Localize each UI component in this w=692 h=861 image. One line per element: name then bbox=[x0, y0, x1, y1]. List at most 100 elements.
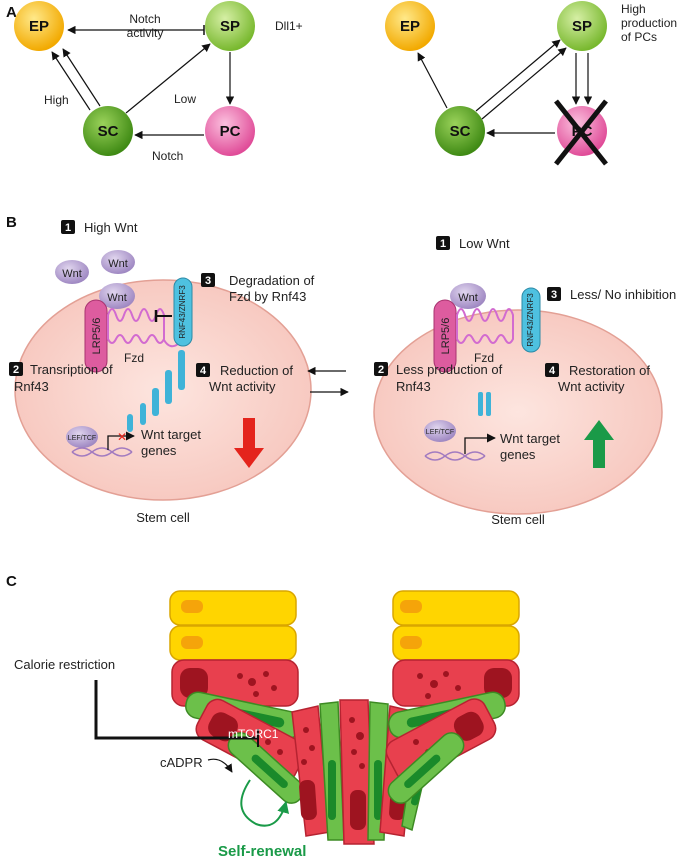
left-step1-number: 1 bbox=[65, 222, 71, 234]
right-target-line1: Wnt target bbox=[500, 431, 560, 446]
right-step3-text: Less/ No inhibition bbox=[570, 287, 676, 302]
right-rnf43: RNF43/ZNRF3 bbox=[521, 287, 541, 353]
left-step2-line2: Rnf43 bbox=[14, 379, 49, 394]
enterocyte-nucleus bbox=[400, 636, 422, 649]
left-target-line1: Wnt target bbox=[141, 427, 201, 442]
left-step4-line2: Wnt activity bbox=[209, 379, 276, 394]
left-stem-cell-label: Stem cell bbox=[136, 510, 190, 525]
left-promoter-arrow bbox=[107, 431, 135, 450]
high-label: High bbox=[44, 93, 69, 107]
right-rnf43-label: RNF43/ZNRF3 bbox=[526, 293, 535, 347]
right-step3-number: 3 bbox=[551, 289, 557, 301]
right-up-green-arrow bbox=[584, 420, 614, 468]
panel-b-right: 1 Low Wnt Wnt LRP5/6 Fzd RNF43/ZNRF3 3 L… bbox=[373, 236, 676, 527]
enterocyte-nucleus bbox=[400, 600, 422, 613]
left-rnf43: RNF43/ZNRF3 bbox=[173, 277, 193, 347]
left-rnf43-label: RNF43/ZNRF3 bbox=[178, 285, 187, 339]
node-sc: SC bbox=[83, 106, 133, 156]
high-production-label-1: High bbox=[621, 2, 646, 16]
left-block-x: ✕ bbox=[117, 430, 127, 444]
pc-cross-stroke-2 bbox=[554, 99, 608, 166]
left-dna bbox=[71, 447, 133, 457]
left-step1-text: High Wnt bbox=[84, 220, 138, 235]
right-step2-line2: Rnf43 bbox=[396, 379, 431, 394]
node-sp: SP bbox=[205, 1, 255, 51]
sc-to-sp-right-arrow-2 bbox=[481, 47, 567, 120]
node-ep-right: EP bbox=[385, 1, 435, 51]
right-step1-text: Low Wnt bbox=[459, 236, 510, 251]
enterocyte-left-1 bbox=[169, 590, 297, 626]
wnt-label-2: Wnt bbox=[108, 258, 128, 270]
node-sc-right: SC bbox=[435, 106, 485, 156]
left-lef-label: LEF/TCF bbox=[68, 435, 96, 442]
node-ep: EP bbox=[14, 1, 64, 51]
self-renewal-label: Self-renewal bbox=[218, 843, 306, 860]
left-step2-number: 2 bbox=[13, 364, 19, 376]
sc-to-sp-arrow bbox=[125, 43, 211, 114]
node-pc-label: PC bbox=[220, 123, 241, 140]
cadpr-arrow bbox=[207, 758, 233, 773]
calorie-restriction-label: Calorie restriction bbox=[14, 657, 115, 672]
high-production-label-3: of PCs bbox=[621, 30, 657, 44]
cadpr-label: cADPR bbox=[160, 755, 203, 770]
panel-a-right-network: EP SP SC PC High production of PCs bbox=[385, 1, 677, 166]
sc-to-sp-right-arrow-1 bbox=[475, 39, 561, 112]
sc-to-ep-arrow-2 bbox=[62, 48, 101, 107]
right-step4-line1: Restoration of bbox=[569, 363, 650, 378]
enterocyte-nucleus bbox=[181, 600, 203, 613]
crypt-right-cells bbox=[385, 659, 520, 804]
left-fzd-tail bbox=[163, 339, 179, 348]
calorie-inhibition-line bbox=[94, 680, 258, 740]
self-renewal-arrow bbox=[240, 779, 290, 827]
notch-activity-label-2: activity bbox=[127, 26, 164, 40]
sc-to-ep-arrow-1 bbox=[51, 51, 91, 111]
notch-label: Notch bbox=[152, 149, 183, 163]
left-step3-line1: Degradation of bbox=[229, 273, 315, 288]
node-sc-label: SC bbox=[98, 123, 119, 140]
right-stem-cell bbox=[373, 309, 663, 515]
sc-to-ep-right-arrow bbox=[417, 52, 448, 109]
node-ep-right-label: EP bbox=[400, 18, 420, 35]
right-stem-cell-label: Stem cell bbox=[491, 512, 545, 527]
left-step2-line1: Transription of bbox=[30, 362, 113, 377]
left-lef-tcf bbox=[66, 426, 98, 448]
node-sp-right: SP bbox=[557, 1, 607, 51]
node-pc-right: PC bbox=[554, 99, 608, 166]
right-target-line2: genes bbox=[500, 447, 536, 462]
left-step4-line1: Reduction of bbox=[220, 363, 293, 378]
right-lef-tcf bbox=[424, 420, 456, 442]
crypt-illustration bbox=[169, 590, 520, 845]
right-promoter-arrow bbox=[464, 433, 496, 454]
enterocyte-nucleus bbox=[181, 636, 203, 649]
right-wnt-label: Wnt bbox=[458, 292, 478, 304]
left-lrp-receptor: LRP5/6 bbox=[84, 299, 108, 373]
right-fzd-receptor bbox=[456, 308, 514, 344]
left-target-line2: genes bbox=[141, 443, 177, 458]
node-sp-label: SP bbox=[220, 18, 240, 35]
right-step2-line1: Less production of bbox=[396, 362, 503, 377]
left-step4-number: 4 bbox=[200, 365, 207, 377]
dll1-label: Dll1+ bbox=[275, 19, 303, 33]
left-fzd-receptor bbox=[107, 308, 165, 344]
wnt-label-1: Wnt bbox=[62, 268, 82, 280]
wnt-label-3: Wnt bbox=[107, 292, 127, 304]
node-sc-right-label: SC bbox=[450, 123, 471, 140]
right-rnf43-transcripts bbox=[478, 392, 491, 416]
node-pc: PC bbox=[205, 106, 255, 156]
node-sp-right-label: SP bbox=[572, 18, 592, 35]
panel-a-left-network: EP SP SC PC Notch activity Dll1+ High Lo… bbox=[14, 1, 303, 163]
right-step1-number: 1 bbox=[440, 238, 446, 250]
right-lrp-label: LRP5/6 bbox=[440, 318, 452, 355]
left-down-red-arrow bbox=[234, 418, 264, 468]
left-lrp-label: LRP5/6 bbox=[91, 318, 103, 355]
left-step3-number: 3 bbox=[205, 275, 211, 287]
right-step4-number: 4 bbox=[549, 365, 556, 377]
low-label: Low bbox=[174, 92, 196, 106]
notch-activity-label-1: Notch bbox=[129, 12, 160, 26]
panel-b-left: 1 High Wnt Wnt Wnt Wnt LRP5/6 Fzd RNF43/… bbox=[9, 220, 315, 525]
right-step4-line2: Wnt activity bbox=[558, 379, 625, 394]
mtorc1-label: mTORC1 bbox=[228, 727, 279, 741]
right-lef-label: LEF/TCF bbox=[426, 429, 454, 436]
right-dna bbox=[424, 451, 486, 461]
left-step3-line2: Fzd by Rnf43 bbox=[229, 289, 306, 304]
